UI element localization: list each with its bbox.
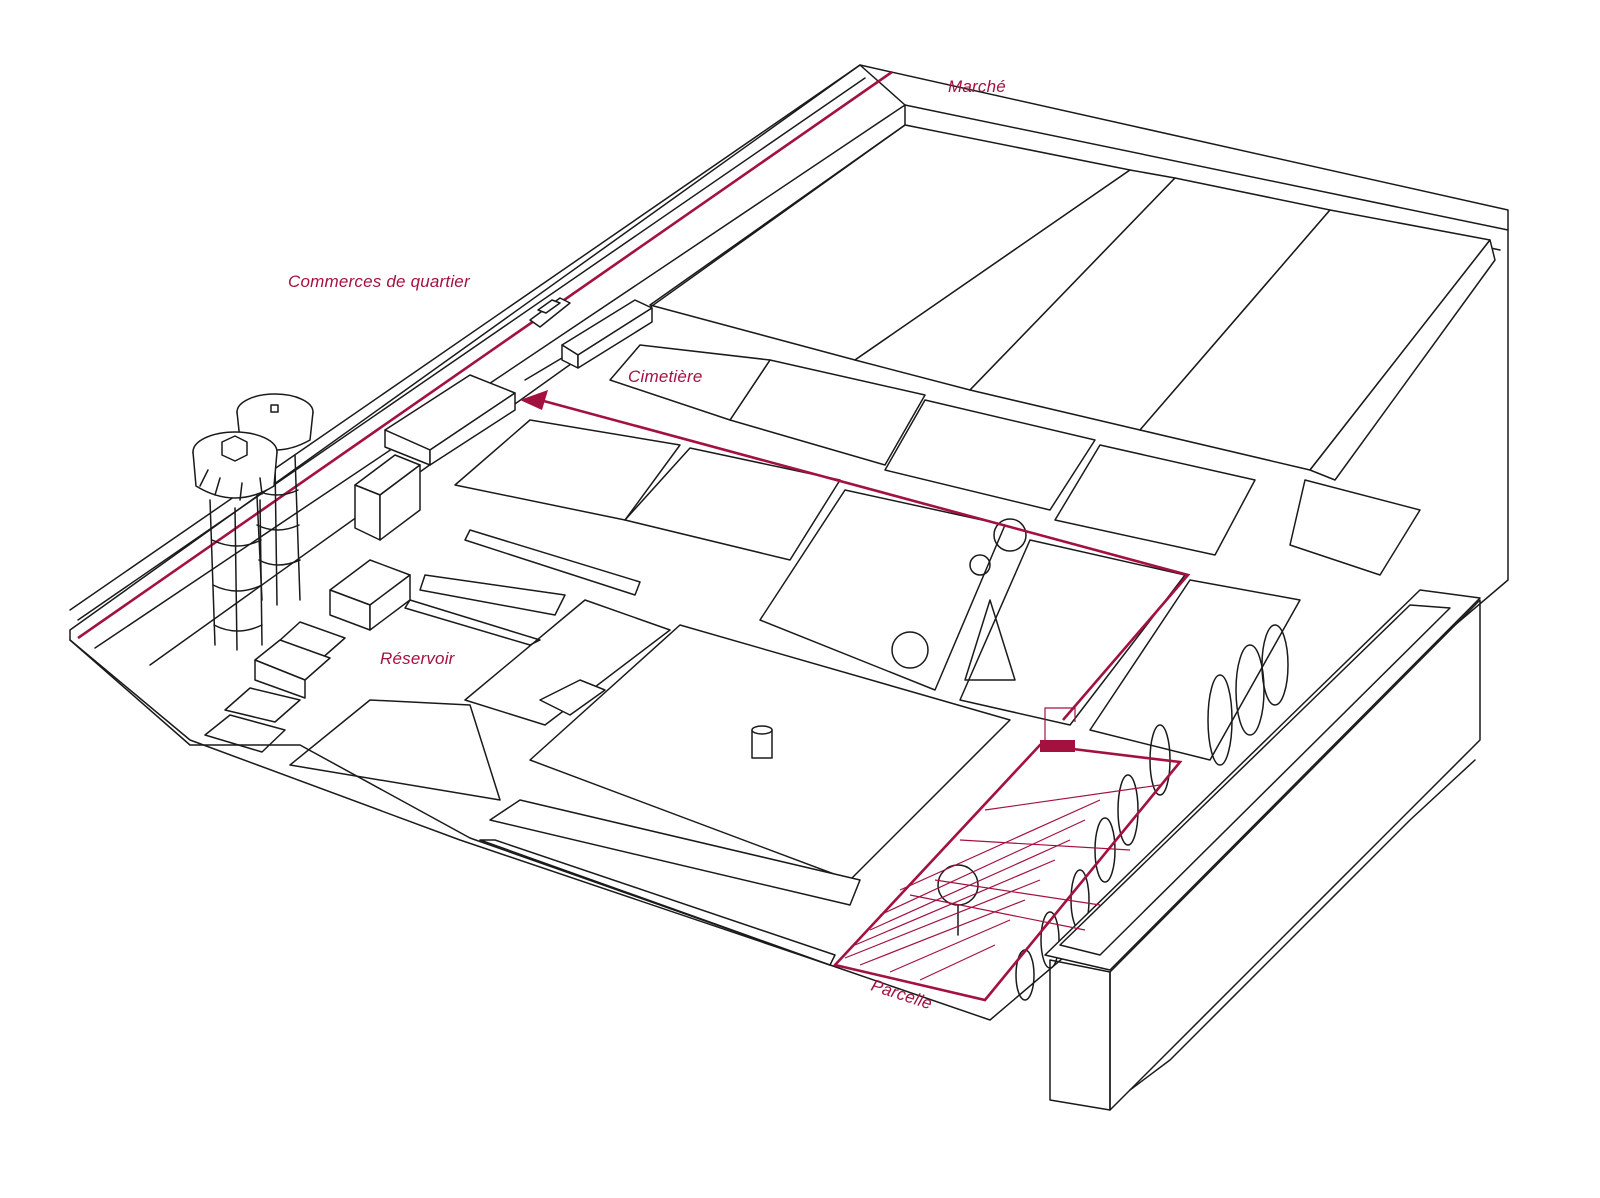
label-commerces: Commerces de quartier [288,272,471,291]
reservoir-mound [289,599,1011,966]
parcel-outline [832,743,1183,1002]
reservoir-basins [204,559,566,753]
market-blocks [609,124,1496,576]
label-marche: Marché [948,77,1006,96]
parcel-highlight [832,707,1183,1002]
street-kiosks [524,299,653,381]
street-highlight-line [77,70,893,640]
label-reservoir: Réservoir [380,649,456,668]
water-tower-front [192,431,278,651]
label-cimetiere: Cimetière [628,367,703,386]
apartment-block [1044,589,1481,1111]
car-icon [529,297,571,328]
route-path [539,398,1191,721]
route-arrowhead [520,390,548,410]
service-building [354,374,516,541]
main-street [69,64,906,666]
parcel-entry-marker [1040,740,1075,752]
water-tower-back [236,393,314,606]
